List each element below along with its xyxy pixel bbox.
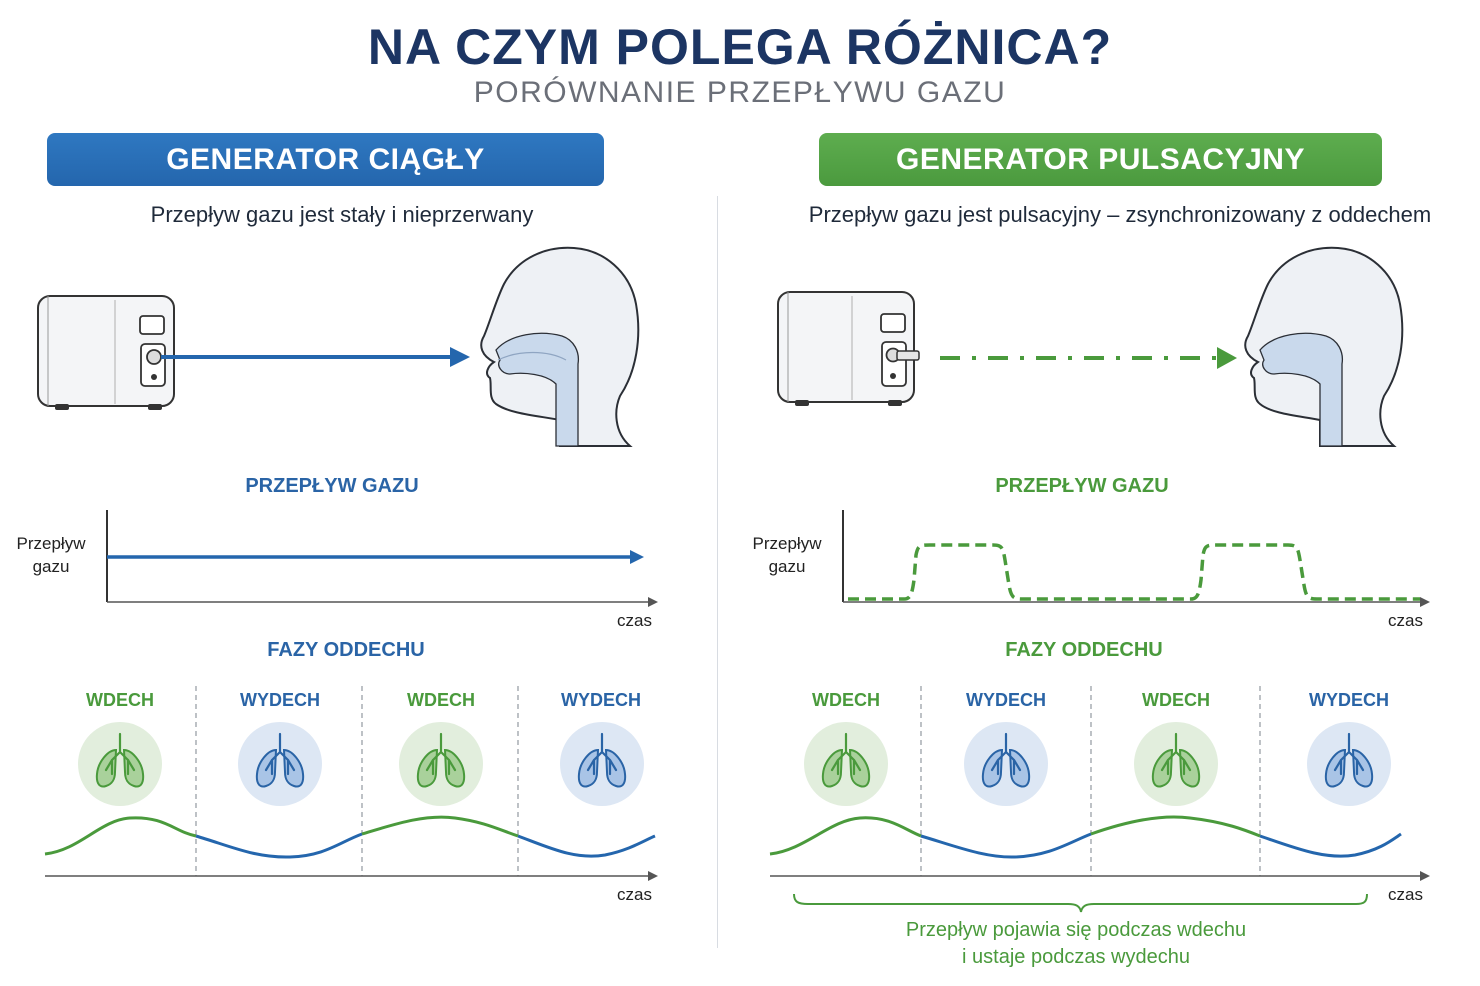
page-subtitle: PORÓWNANIE PRZEPŁYWU GAZU xyxy=(473,76,1007,109)
left-lungs-inhale-icon-1 xyxy=(95,732,145,788)
left-flow-chart-title: PRZEPŁYW GAZU xyxy=(245,475,419,497)
right-flow-ylabel-line2: gazu xyxy=(768,557,806,576)
left-breath-wave-exhale-2 xyxy=(517,834,656,858)
left-head-profile-icon xyxy=(480,246,640,447)
right-breath-wave-exhale-2 xyxy=(1259,832,1402,858)
left-flow-ylabel-line2: gazu xyxy=(32,557,70,576)
left-phase-xlabel: czas xyxy=(617,885,652,904)
pulse-description: Przepływ gazu jest pulsacyjny – zsynchro… xyxy=(808,202,1432,227)
left-generator-device-icon xyxy=(37,295,175,410)
right-lungs-exhale-icon-2 xyxy=(1324,732,1374,788)
inhale-brace xyxy=(793,893,1368,913)
left-breath-wave-exhale-1 xyxy=(195,832,363,859)
left-lungs-exhale-icon-2 xyxy=(577,732,627,788)
inhale-flow-note-line2: i ustaje podczas wydechu xyxy=(962,946,1190,968)
right-flow-chart-title: PRZEPŁYW GAZU xyxy=(995,475,1169,497)
continuous-flow-line-arrowhead xyxy=(630,550,644,564)
left-flow-chart xyxy=(106,510,658,607)
right-flow-chart xyxy=(842,510,1430,607)
right-head-profile-icon xyxy=(1244,246,1404,447)
right-flow-ylabel: Przepływ gazu xyxy=(742,532,832,578)
right-lungs-inhale-icon-2 xyxy=(1151,732,1201,788)
left-phase-label-4: WYDECH xyxy=(561,690,641,710)
left-lungs-inhale-icon-2 xyxy=(416,732,466,788)
left-flow-ylabel-line1: Przepływ xyxy=(16,534,86,553)
continuous-description: Przepływ gazu jest stały i nieprzerwany xyxy=(150,202,534,227)
right-flow-ylabel-line1: Przepływ xyxy=(752,534,822,553)
right-phase-label-4: WYDECH xyxy=(1309,690,1389,710)
pulse-flow-arrowhead xyxy=(1217,347,1237,369)
right-phase-label-1: WDECH xyxy=(812,690,880,710)
page-title: NA CZYM POLEGA RÓŻNICA? xyxy=(367,19,1113,75)
continuous-flow-arrowhead xyxy=(450,347,470,367)
right-generator-device-icon xyxy=(777,291,920,406)
pulse-flow-line xyxy=(848,543,1420,601)
right-flow-xlabel: czas xyxy=(1388,611,1423,630)
inhale-flow-note: Przepływ pojawia się podczas wdechu i us… xyxy=(826,917,1326,971)
left-flow-xlabel: czas xyxy=(617,611,652,630)
left-phases-title: FAZY ODDECHU xyxy=(267,639,425,661)
right-breath-wave-exhale-1 xyxy=(920,832,1092,859)
continuous-generator-banner: GENERATOR CIĄGŁY xyxy=(47,133,604,186)
center-divider xyxy=(717,196,718,948)
right-phase-label-3: WDECH xyxy=(1142,690,1210,710)
left-breath-wave-inhale-1 xyxy=(44,816,197,856)
right-lungs-inhale-icon-1 xyxy=(821,732,871,788)
left-flow-ylabel: Przepływ gazu xyxy=(6,532,96,578)
inhale-flow-note-line1: Przepływ pojawia się podczas wdechu xyxy=(905,919,1247,941)
right-lungs-exhale-icon-1 xyxy=(981,732,1031,788)
right-phase-label-2: WYDECH xyxy=(966,690,1046,710)
left-breath-wave-inhale-2 xyxy=(361,815,519,838)
right-phases-diagram xyxy=(769,686,1430,913)
right-phases-title: FAZY ODDECHU xyxy=(1005,639,1163,661)
right-breath-wave-inhale-2 xyxy=(1090,815,1261,838)
pulse-generator-banner: GENERATOR PULSACYJNY xyxy=(819,133,1382,186)
left-phase-label-3: WDECH xyxy=(407,690,475,710)
left-lungs-exhale-icon-1 xyxy=(255,732,305,788)
left-phase-label-2: WYDECH xyxy=(240,690,320,710)
left-phase-label-1: WDECH xyxy=(86,690,154,710)
right-phase-xlabel: czas xyxy=(1388,885,1423,904)
right-breath-wave-inhale-1 xyxy=(769,816,922,856)
